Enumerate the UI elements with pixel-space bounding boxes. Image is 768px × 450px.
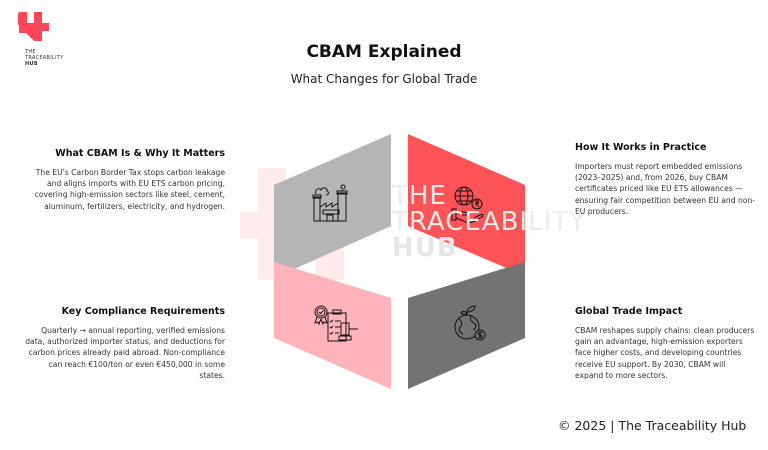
segment-global-trade-impact bbox=[408, 262, 525, 389]
section-body: CBAM reshapes supply chains: clean produ… bbox=[575, 326, 755, 380]
page-subtitle: What Changes for Global Trade bbox=[290, 72, 478, 86]
watermark-line-2: TRACEABILITY bbox=[392, 207, 587, 237]
section-body: Importers must report embedded emissions… bbox=[575, 162, 755, 216]
brand-logo-text: THE TRACEABILITY HUB bbox=[25, 49, 64, 67]
segment-key-compliance bbox=[274, 262, 391, 389]
section-what-cbam-is: What CBAM Is & Why It Matters The EU's C… bbox=[25, 148, 225, 212]
brand-logo-icon bbox=[18, 12, 49, 41]
section-title: Key Compliance Requirements bbox=[61, 306, 225, 317]
logo-line-3: HUB bbox=[25, 61, 38, 67]
section-how-it-works: How It Works in Practice Importers must … bbox=[575, 142, 760, 217]
section-title: Global Trade Impact bbox=[575, 306, 683, 317]
page-title: CBAM Explained bbox=[306, 42, 462, 62]
section-title: What CBAM Is & Why It Matters bbox=[55, 148, 225, 159]
watermark-text: THE TRACEABILITY HUB bbox=[392, 183, 586, 261]
section-title: How It Works in Practice bbox=[575, 142, 707, 153]
section-body: The EU's Carbon Border Tax stops carbon … bbox=[34, 168, 225, 211]
section-body: Quarterly → annual reporting, verified e… bbox=[25, 326, 225, 380]
brand-logo bbox=[18, 8, 58, 78]
segment-what-cbam-is bbox=[274, 134, 391, 278]
watermark-line-1: THE bbox=[392, 181, 447, 211]
section-key-compliance: Key Compliance Requirements Quarterly → … bbox=[25, 306, 225, 381]
footer-copyright: © 2025 | The Traceability Hub bbox=[558, 418, 747, 433]
watermark-line-3: HUB bbox=[392, 233, 458, 263]
logo-line-2: TRACEABILITY bbox=[25, 55, 64, 61]
section-global-trade-impact: Global Trade Impact CBAM reshapes supply… bbox=[575, 306, 755, 381]
logo-line-1: THE bbox=[25, 49, 36, 55]
